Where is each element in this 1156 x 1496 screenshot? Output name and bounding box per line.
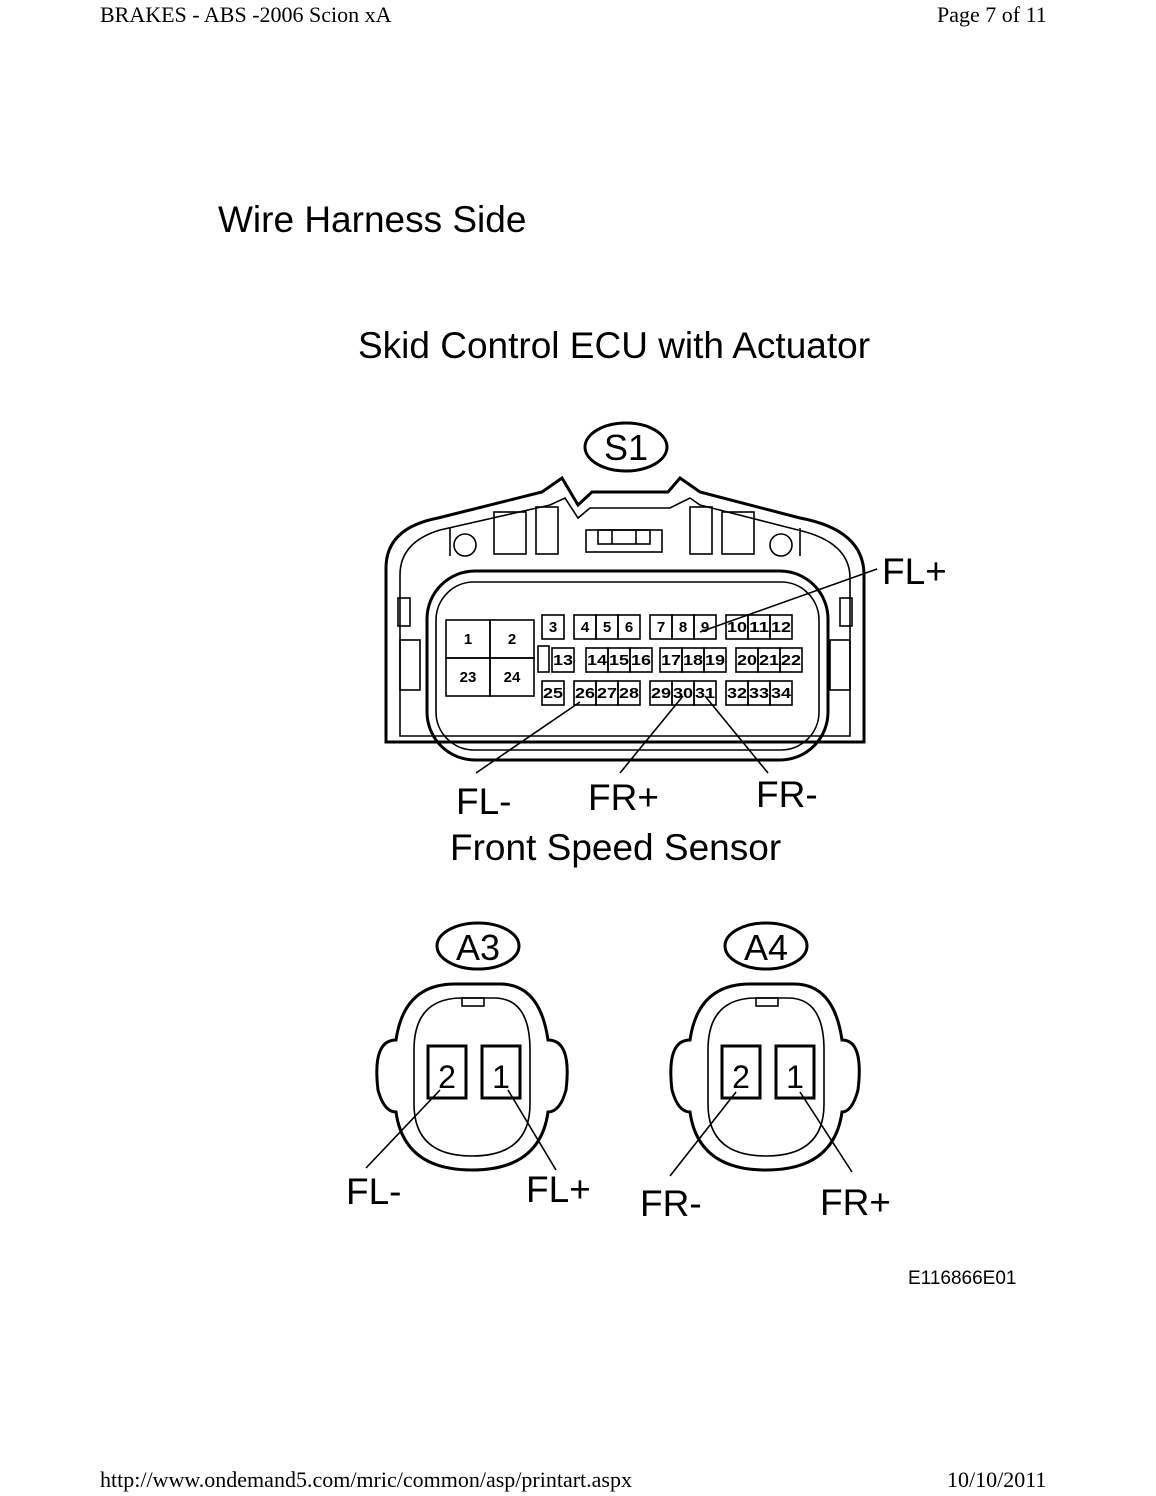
- s1-pin-30: 30: [673, 685, 693, 702]
- a4-fr-plus-label: FR+: [820, 1182, 891, 1223]
- s1-pin-1: 1: [464, 631, 472, 648]
- ecu-title: Skid Control ECU with Actuator: [358, 325, 870, 366]
- s1-pin-cell-25: [541, 680, 565, 706]
- s1-pin-cell-24: [489, 657, 535, 697]
- s1-pin-18: 18: [683, 652, 703, 669]
- s1-pin-3: 3: [549, 619, 557, 636]
- a4-pin-2: 2: [732, 1059, 750, 1095]
- s1-pin-11: 11: [749, 619, 769, 636]
- a3-pin-1: 1: [492, 1059, 510, 1095]
- s1-pin-cell-13: [551, 647, 575, 673]
- s1-pin-cell-31: [693, 680, 717, 706]
- s1-pin-16: 16: [631, 652, 651, 669]
- a4-label: A4: [744, 927, 788, 968]
- a4-sensor-connector: A4 2 1 FR- FR+: [640, 921, 891, 1224]
- s1-pin-cell-28: [617, 680, 641, 706]
- a3-fl-plus-label: FL+: [526, 1169, 591, 1210]
- s1-key-slot: [537, 645, 550, 673]
- s1-pin-25: 25: [543, 685, 563, 702]
- wire-harness-heading: Wire Harness Side: [218, 199, 526, 240]
- s1-pin-29: 29: [651, 685, 671, 702]
- s1-pin-34: 34: [771, 685, 792, 702]
- s1-pin-17: 17: [661, 652, 681, 669]
- fr-minus-leader: [704, 695, 769, 774]
- a4-fr-minus-label: FR-: [640, 1183, 702, 1224]
- s1-pin-cell-6: [617, 614, 641, 640]
- s1-pin-13: 13: [553, 652, 573, 669]
- s1-pin-14: 14: [587, 652, 608, 669]
- ecu-fr-minus-label: FR-: [756, 774, 818, 815]
- s1-pin-4: 4: [581, 619, 590, 636]
- s1-connector-tag: S1: [583, 421, 669, 473]
- s1-pin-33: 33: [749, 685, 769, 702]
- s1-pin-27: 27: [597, 685, 617, 702]
- s1-connector-body: [384, 475, 866, 762]
- a4-pin-1: 1: [786, 1059, 804, 1095]
- s1-pin-22: 22: [781, 652, 801, 669]
- s1-pin-24: 24: [504, 669, 521, 686]
- s1-pin-9: 9: [701, 619, 709, 636]
- fr-plus-leader: [619, 695, 684, 774]
- s1-pin-20: 20: [737, 652, 757, 669]
- s1-pin-26: 26: [575, 685, 595, 702]
- ecu-fl-plus-label: FL+: [882, 551, 947, 592]
- sensor-title: Front Speed Sensor: [450, 827, 781, 868]
- s1-pin-cell-34: [769, 680, 793, 706]
- s1-pin-cell-3: [541, 614, 565, 640]
- ecu-fl-minus-label: FL-: [456, 781, 512, 822]
- a3-pin-2: 2: [438, 1059, 456, 1095]
- s1-pin-8: 8: [679, 619, 687, 636]
- s1-pin-12: 12: [771, 619, 791, 636]
- source-url: http://www.ondemand5.com/mric/common/asp…: [100, 1467, 632, 1492]
- fl-plus-leader: [699, 568, 878, 633]
- s1-pin-6: 6: [625, 619, 633, 636]
- s1-pin-19: 19: [705, 652, 725, 669]
- s1-pin-23: 23: [460, 669, 477, 686]
- s1-pin-32: 32: [727, 685, 747, 702]
- page-number: Page 7 of 11: [937, 2, 1047, 27]
- s1-pin-cell-16: [629, 647, 653, 673]
- s1-pin-15: 15: [609, 652, 629, 669]
- s1-pin-cell-12: [769, 614, 793, 640]
- a3-fl-minus-label: FL-: [346, 1171, 402, 1212]
- ecu-fr-plus-label: FR+: [588, 777, 659, 818]
- document-title: BRAKES - ABS -2006 Scion xA: [100, 2, 392, 27]
- s1-pin-2: 2: [508, 631, 516, 648]
- print-date: 10/10/2011: [947, 1467, 1047, 1492]
- s1-pin-cell-19: [703, 647, 727, 673]
- a3-sensor-connector: A3 2 1 FL- FL+: [346, 921, 591, 1212]
- s1-pin-10: 10: [727, 619, 747, 636]
- s1-pin-28: 28: [619, 685, 639, 702]
- figure-code: E116866E01: [908, 1268, 1016, 1289]
- s1-pin-21: 21: [759, 652, 779, 669]
- fl-minus-leader: [475, 701, 581, 774]
- s1-label: S1: [604, 427, 648, 468]
- s1-pin-7: 7: [657, 619, 665, 636]
- s1-pin-5: 5: [603, 619, 611, 636]
- s1-pin-31: 31: [695, 685, 715, 702]
- s1-pin-cell-22: [779, 647, 803, 673]
- a3-label: A3: [456, 927, 500, 968]
